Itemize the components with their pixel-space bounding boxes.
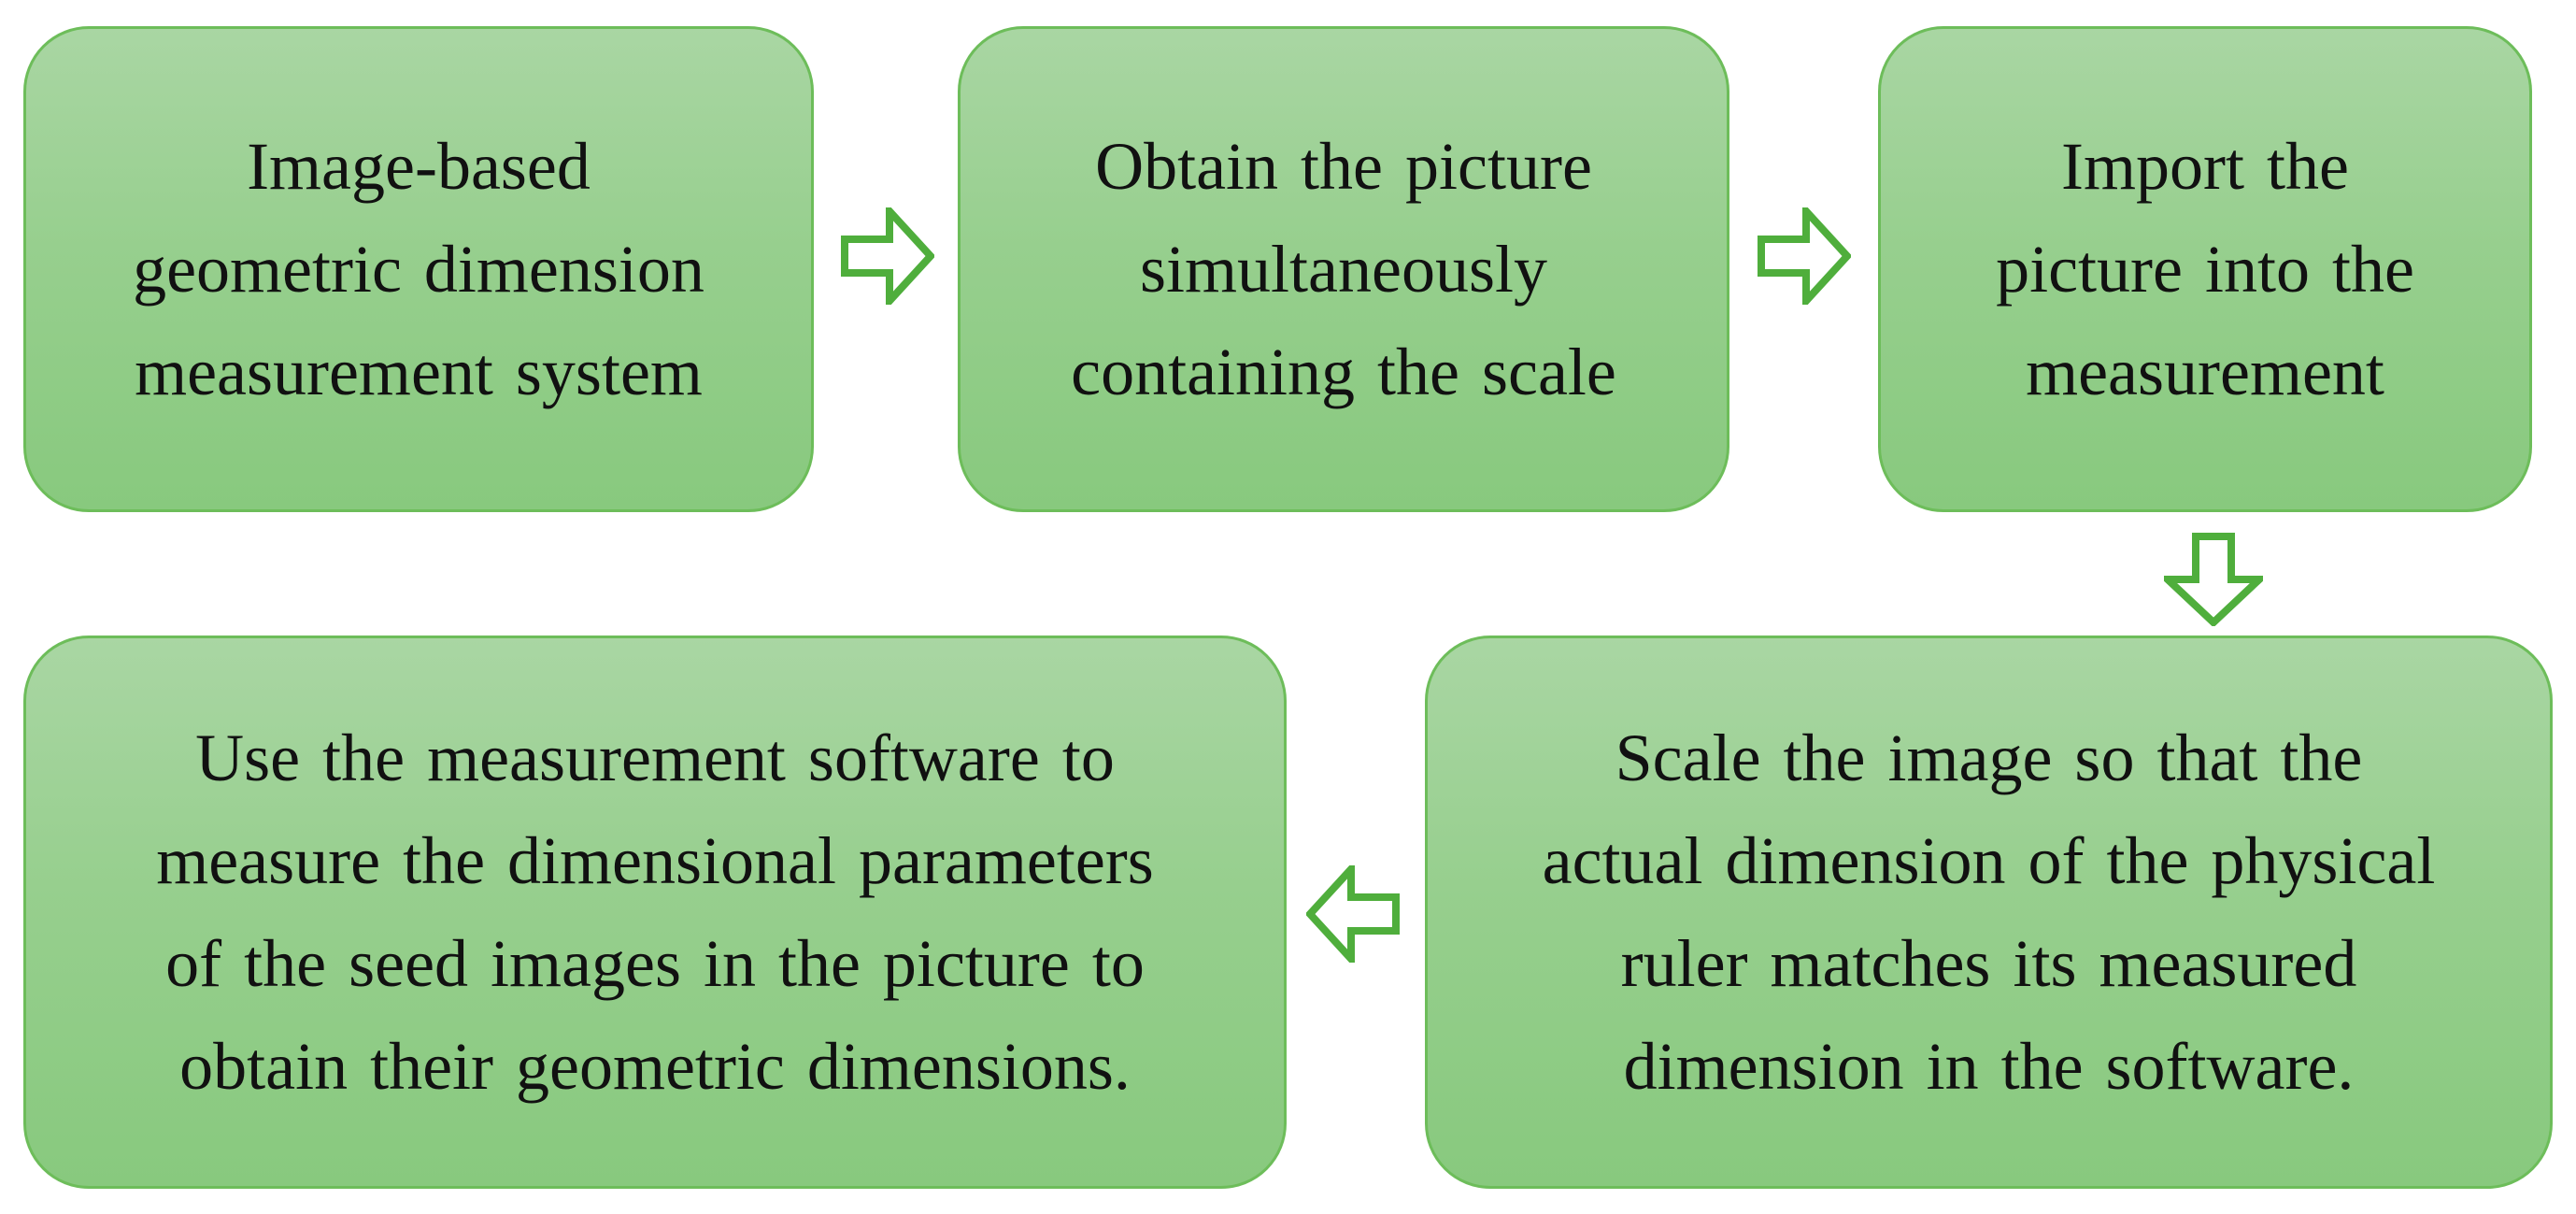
step-box-3: Import the picture into the measurement xyxy=(1878,26,2532,512)
step-4-text: Scale the image so that the actual dimen… xyxy=(1542,721,2436,1104)
step-5-text: Use the measurement software to measure … xyxy=(156,721,1154,1104)
arrow-4-shape xyxy=(1306,865,1400,963)
step-box-5: Use the measurement software to measure … xyxy=(23,636,1287,1189)
arrow-1-shape xyxy=(841,207,934,305)
arrow-right-icon xyxy=(1758,207,1851,305)
step-box-1: Image-based geometric dimension measurem… xyxy=(23,26,814,512)
step-2-text: Obtain the picture simultaneously contai… xyxy=(1071,129,1616,409)
arrow-3-shape xyxy=(2164,533,2263,626)
step-3-text: Import the picture into the measurement xyxy=(1996,129,2414,409)
step-1-text: Image-based geometric dimension measurem… xyxy=(133,129,704,409)
arrow-right-icon xyxy=(841,207,934,305)
step-box-2: Obtain the picture simultaneously contai… xyxy=(958,26,1729,512)
arrow-left-icon xyxy=(1306,865,1400,963)
step-box-4: Scale the image so that the actual dimen… xyxy=(1425,636,2553,1189)
arrow-2-shape xyxy=(1758,207,1851,305)
arrow-down-icon xyxy=(2164,533,2263,626)
